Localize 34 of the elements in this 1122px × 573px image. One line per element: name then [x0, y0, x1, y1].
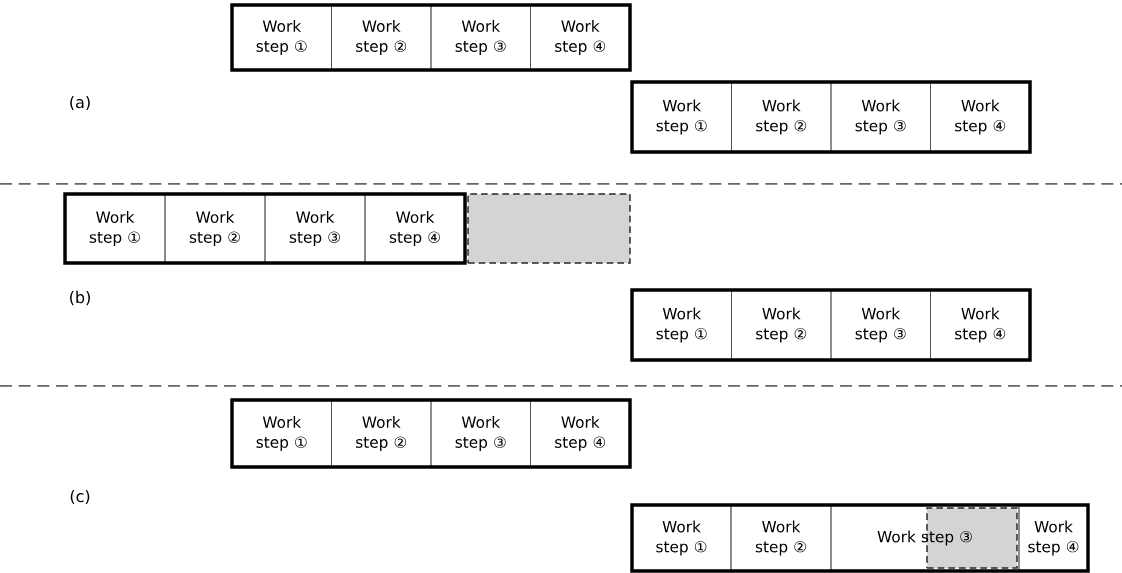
step-cell: Work step ④ [930, 289, 1031, 361]
step-bar [630, 288, 1032, 362]
step-cell: Work step ④ [530, 4, 631, 71]
step-cell: Work step ② [731, 81, 832, 153]
step-cell: Work step ③ [430, 399, 531, 468]
step-cell: Work step ① [631, 81, 732, 153]
panel-label: (a) [70, 95, 90, 111]
step-bar [230, 398, 632, 469]
step-cell: Work step ① [64, 193, 166, 264]
step-cell: Work step ② [331, 399, 432, 468]
step-cell: Work step ④ [930, 81, 1031, 153]
panel-label: (b) [70, 290, 90, 306]
step-cell: Work step ③ [264, 193, 366, 264]
gap-box [467, 193, 631, 264]
step-cell: Work step ④ [364, 193, 466, 264]
step-cell: Work step ① [231, 4, 332, 71]
step-bar [230, 3, 632, 72]
step-cell: Work step ② [731, 289, 832, 361]
step-cell: Work step ③ [430, 4, 531, 71]
step-cell: Work step ③ [830, 504, 1020, 572]
step-cell: Work step ② [164, 193, 266, 264]
step-bar [630, 80, 1032, 154]
step-cell: Work step ② [331, 4, 432, 71]
step-cell: Work step ② [730, 504, 832, 572]
step-bar [63, 192, 467, 265]
step-cell: Work step ① [631, 504, 732, 572]
step-cell: Work step ④ [530, 399, 631, 468]
step-cell: Work step ① [231, 399, 332, 468]
step-cell: Work step ① [631, 289, 732, 361]
panel-label: (c) [70, 489, 90, 505]
step-bar [630, 503, 1090, 573]
step-cell: Work step ③ [830, 81, 931, 153]
step-cell: Work step ③ [830, 289, 931, 361]
step-cell: Work step ④ [1018, 504, 1089, 572]
